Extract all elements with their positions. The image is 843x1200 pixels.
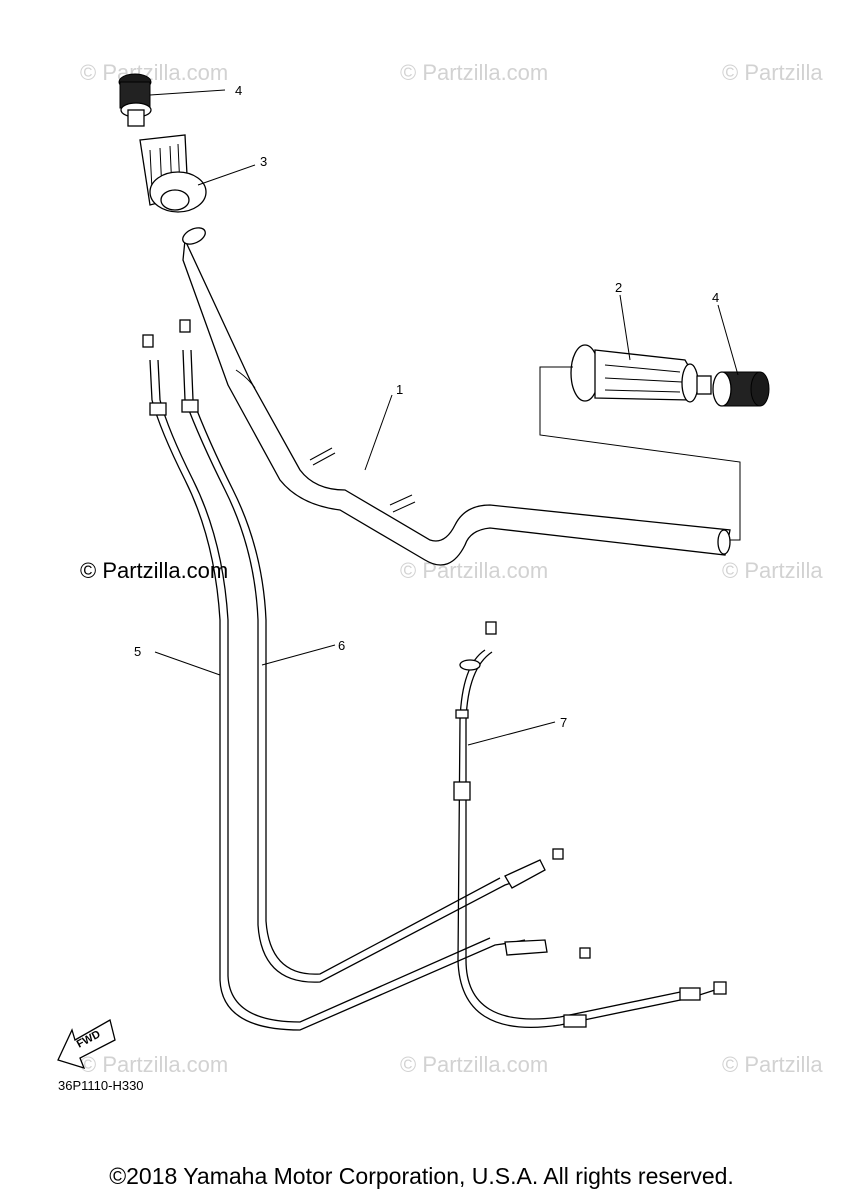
watermark: © Partzilla.com [80, 1052, 228, 1077]
throttle-grip [139, 134, 207, 213]
callout-leaders [149, 89, 739, 746]
callout-grip-end-left: 4 [235, 83, 242, 98]
watermark: © Partzilla [722, 558, 823, 583]
assembly-bracket [539, 366, 741, 541]
callout-throttle-cable-1: 5 [134, 644, 141, 659]
callout-throttle-grip: 3 [260, 154, 267, 169]
watermark: © Partzilla [722, 1052, 823, 1077]
throttle-cables [142, 319, 591, 1031]
watermark: © Partzilla.com [400, 60, 548, 85]
copyright: ©2018 Yamaha Motor Corporation, U.S.A. A… [109, 1163, 734, 1189]
callout-throttle-cable-2: 6 [338, 638, 345, 653]
watermark-dark: © Partzilla.com [80, 558, 228, 583]
watermark: © Partzilla.com [400, 1052, 548, 1077]
handlebar [182, 227, 731, 566]
callout-grip-right: 2 [615, 280, 622, 295]
grip-right [570, 344, 712, 403]
callout-clutch-cable: 7 [560, 715, 567, 730]
diagram-code: 36P1110-H330 [58, 1078, 144, 1093]
watermark: © Partzilla.com [400, 558, 548, 583]
callout-handlebar: 1 [396, 382, 403, 397]
callouts: 4 3 1 2 4 5 6 7 [134, 83, 719, 730]
watermarks: © Partzilla.com © Partzilla.com © Partzi… [80, 60, 823, 1077]
watermark: © Partzilla.com [80, 60, 228, 85]
clutch-cable [453, 621, 727, 1029]
grip-end-left [118, 73, 152, 127]
callout-grip-end-right: 4 [712, 290, 719, 305]
watermark: © Partzilla [722, 60, 823, 85]
grip-end-right [712, 371, 770, 407]
